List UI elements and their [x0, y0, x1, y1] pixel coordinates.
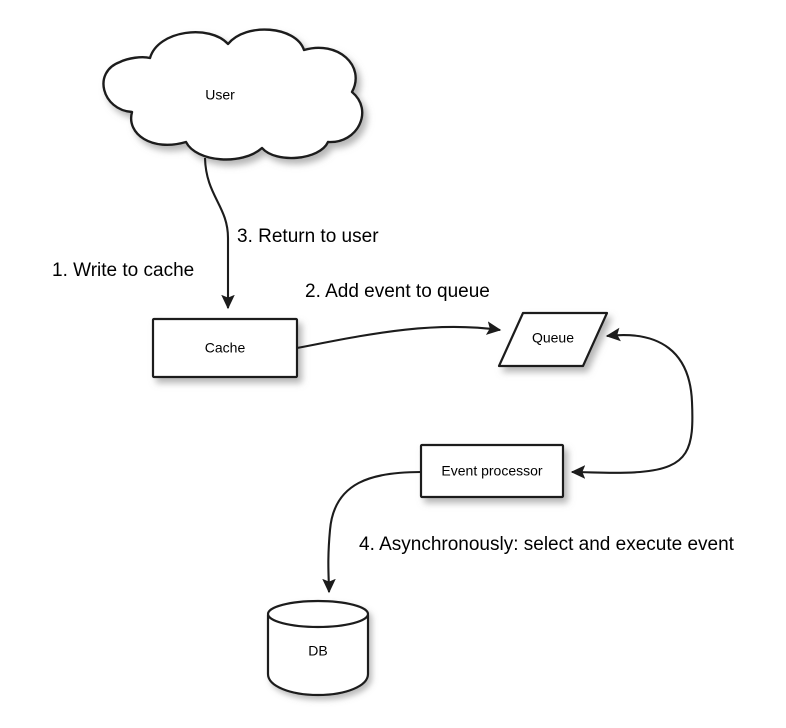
node-queue[interactable]: Queue	[497, 311, 609, 368]
edge-cache-to-queue	[296, 321, 502, 350]
db-cylinder-top	[266, 599, 370, 629]
edge-user-to-cache	[203, 157, 235, 310]
step-label-4: 4. Asynchronously: select and execute ev…	[359, 534, 735, 555]
node-user[interactable]: User	[102, 28, 364, 161]
node-user-label: User	[205, 87, 235, 103]
node-queue-label: Queue	[532, 330, 574, 346]
node-db[interactable]: DB	[266, 599, 370, 697]
cloud-shape	[102, 28, 364, 161]
step-label-1: 1. Write to cache	[52, 260, 194, 281]
node-cache-label: Cache	[205, 340, 246, 356]
node-cache[interactable]: Cache	[151, 317, 299, 379]
db-cylinder-body	[266, 613, 370, 697]
edge-queue-eventprocessor	[570, 327, 694, 479]
step-label-2: 2. Add event to queue	[305, 281, 490, 302]
step-label-3: 3. Return to user	[237, 226, 379, 247]
node-event-processor-label: Event processor	[441, 463, 542, 479]
node-db-label: DB	[308, 643, 327, 659]
node-event-processor[interactable]: Event processor	[419, 443, 565, 499]
edge-eventprocessor-to-db	[322, 470, 422, 594]
